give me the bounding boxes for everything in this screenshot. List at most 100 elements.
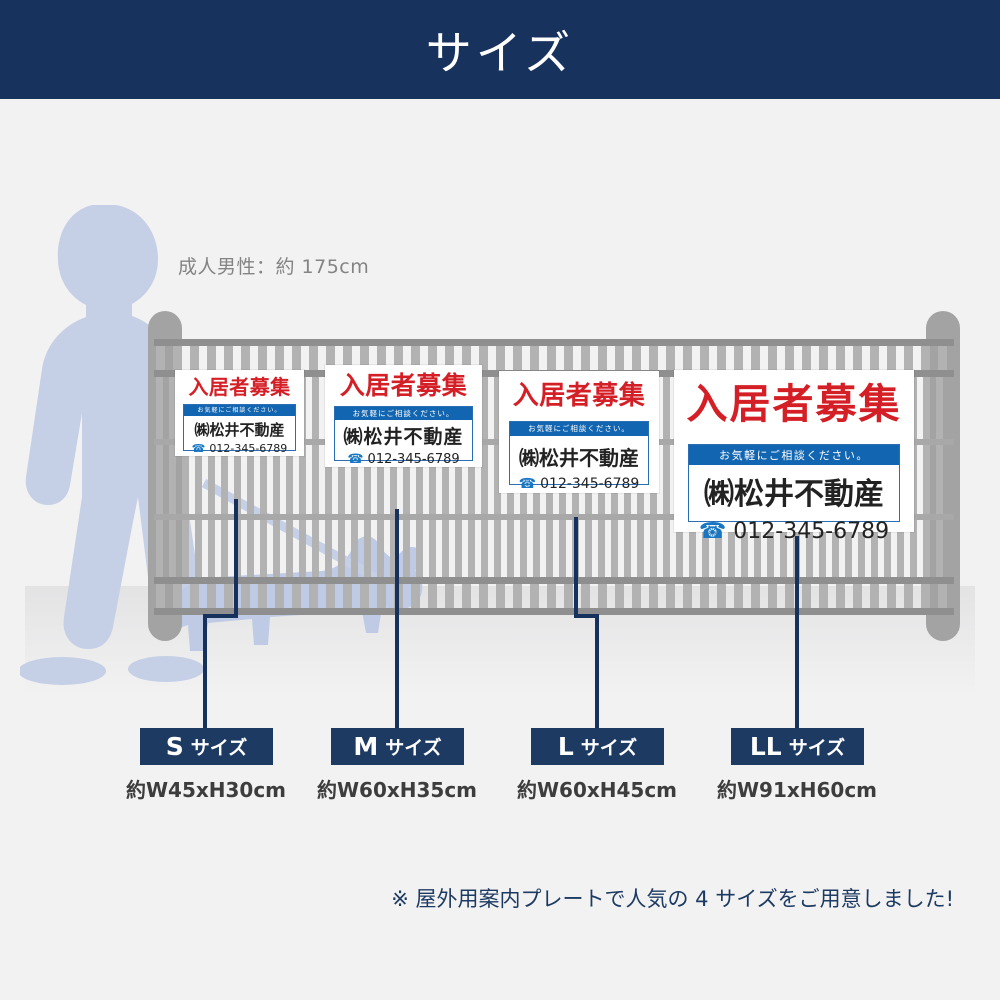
fence-picket [649,584,658,608]
fence-picket [260,377,267,577]
fence-picket [462,584,471,608]
fence-picket [615,346,624,370]
fence-picket [292,346,301,370]
fence-picket [442,377,449,577]
sign-s[interactable]: 入居者募集 お気軽にご相談ください。 ㈱松井不動産 ☎ 012-345-6789 [175,370,304,456]
fence-picket-row-bottom [154,584,954,608]
sign-m[interactable]: 入居者募集 お気軽にご相談ください。 ㈱松井不動産 ☎ 012-345-6789 [325,365,482,467]
fence-picket [734,584,743,608]
sign-m-body: お気軽にご相談ください。 ㈱松井不動産 ☎ 012-345-6789 [334,406,473,466]
fence-rail-bottom [154,608,954,615]
fence-picket [598,584,607,608]
fence-picket [258,346,267,370]
fence-picket [182,377,189,577]
fence-picket [481,377,488,577]
page-title: サイズ [425,25,575,80]
fence-picket [479,584,488,608]
fence-picket [195,377,202,577]
fence-picket [768,346,777,370]
fence-picket [802,346,811,370]
fence-picket [286,377,293,577]
fence-picket [581,346,590,370]
fence-picket [429,377,436,577]
telephone-icon: ☎ [347,452,364,467]
size-label-m[interactable]: M サイズ [331,728,464,765]
fence-picket [326,584,335,608]
fence-picket [836,584,845,608]
sign-s-phone: ☎ 012-345-6789 [184,443,295,454]
fence-picket [751,584,760,608]
telephone-icon: ☎ [518,476,537,492]
connector-s [203,499,238,728]
fence-picket [683,346,692,370]
sign-ll-phone: ☎ 012-345-6789 [689,521,899,543]
fence-picket [173,584,182,608]
fence-picket [411,346,420,370]
size-dimensions-s: 約W45xH30cm [125,778,287,802]
fence-picket [258,584,267,608]
fence-picket [394,346,403,370]
fence-picket [663,377,670,577]
fence-rail-lower [154,577,954,584]
fence-picket [923,377,930,577]
fence-picket [921,584,930,608]
fence-picket [936,377,943,577]
fence-picket [513,346,522,370]
sign-m-phone-number: 012-345-6789 [367,452,460,467]
fence-picket [292,584,301,608]
fence-picket [241,346,250,370]
fence-picket [751,346,760,370]
fence-picket [632,584,641,608]
sign-ll-company: ㈱松井不動産 [704,477,884,512]
page-header: サイズ [0,0,1000,99]
fence-picket [547,346,556,370]
fence-picket [462,346,471,370]
fence-picket [207,346,216,370]
fence-picket [190,584,199,608]
fence-picket [411,584,420,608]
footnote: ※ 屋外用案内プレートで人気の 4 サイズをご用意しました! [391,887,954,911]
fence-picket [870,584,879,608]
fence-picket [208,377,215,577]
fence-picket [938,584,947,608]
fence-picket [343,584,352,608]
fence-picket [513,584,522,608]
fence-picket [887,584,896,608]
fence-picket [275,346,284,370]
sign-ll[interactable]: 入居者募集 お気軽にご相談ください。 ㈱松井不動産 ☎ 012-345-6789 [674,370,914,543]
sign-m-headline: 入居者募集 [339,371,468,400]
fence-picket [802,584,811,608]
fence-picket [853,584,862,608]
fence-rail-top [154,339,954,346]
sign-l-phone: ☎ 012-345-6789 [510,477,648,491]
fence-picket [338,377,345,577]
fence-picket [156,377,163,577]
size-label-l[interactable]: L サイズ [531,728,664,765]
sign-s-headline: 入居者募集 [188,375,291,399]
fence-picket [428,584,437,608]
fence-picket [598,346,607,370]
fence-picket [496,346,505,370]
fence-picket [326,346,335,370]
fence-picket [275,584,284,608]
size-label-s-suffix: サイズ [190,737,248,759]
fence-picket [734,346,743,370]
sign-ll-tagline: お気軽にご相談ください。 [689,445,899,465]
telephone-icon: ☎ [191,442,206,455]
fence-picket [468,377,475,577]
size-dimensions-l: 約W60xH45cm [516,778,678,802]
size-label-ll[interactable]: LL サイズ [731,728,864,765]
fence-picket [445,584,454,608]
fence-picket [224,584,233,608]
size-label-s[interactable]: S サイズ [140,728,273,765]
size-label-m-size: M [353,732,379,761]
sign-l-company: ㈱松井不動産 [519,446,639,470]
fence-picket [428,346,437,370]
sign-ll-body: お気軽にご相談ください。 ㈱松井不動産 ☎ 012-345-6789 [688,444,900,543]
size-label-m-suffix: サイズ [385,737,442,759]
fence-picket [496,584,505,608]
telephone-icon: ☎ [698,519,727,544]
sign-l[interactable]: 入居者募集 お気軽にご相談ください。 ㈱松井不動産 ☎ 012-345-6789 [499,371,659,493]
fence-picket [351,377,358,577]
sign-s-phone-number: 012-345-6789 [209,442,288,455]
